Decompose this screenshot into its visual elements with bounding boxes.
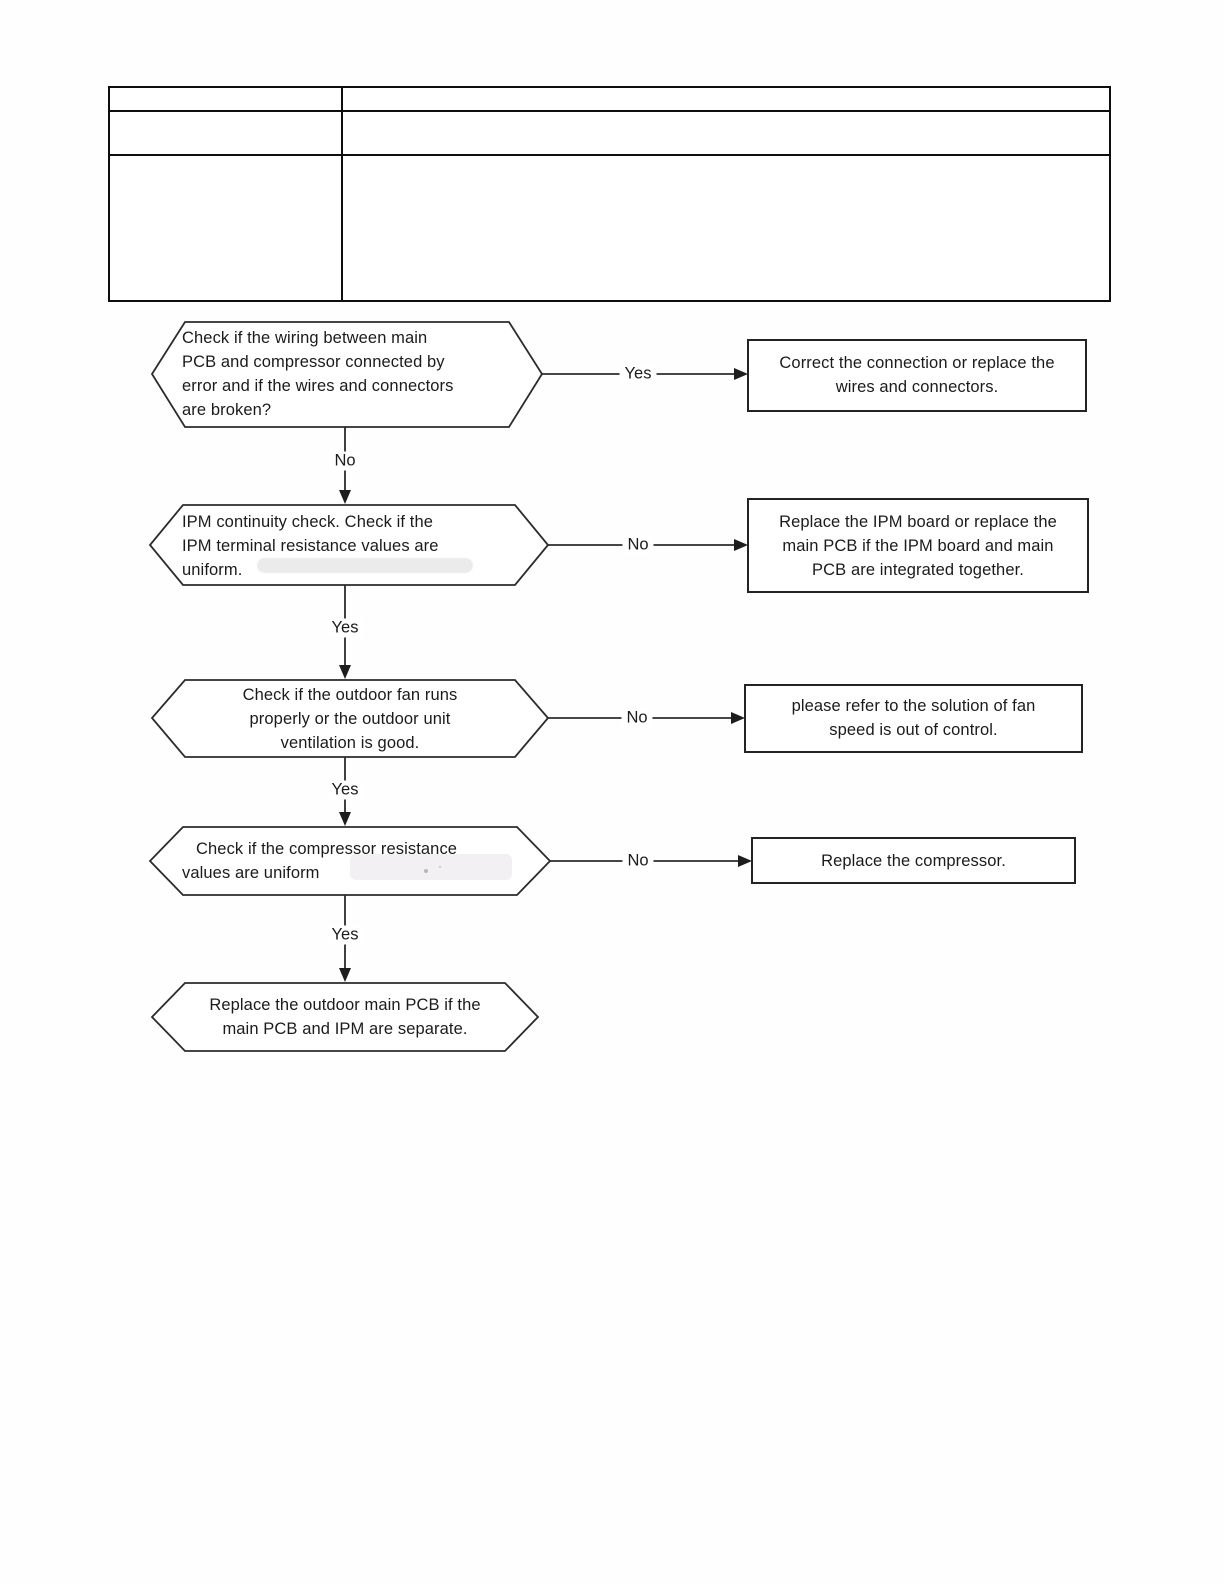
flowchart-canvas: [148, 321, 1089, 1052]
edge-label-yes-2: Yes: [326, 618, 364, 638]
decision-hexagon-1: [150, 321, 544, 428]
table-row: [108, 110, 1111, 156]
decision-1-text: Check if the wiring between main PCB and…: [182, 329, 454, 419]
edge-label-yes-4: Yes: [326, 925, 364, 945]
edge-label-no-4: No: [622, 851, 654, 871]
arrowhead-d2: [339, 490, 351, 504]
decision-5-text: Replace the outdoor main PCB if the main…: [209, 996, 481, 1038]
action-box-3: [744, 684, 1083, 753]
table-row: [108, 154, 1111, 302]
action-box-2: [747, 498, 1089, 593]
arrowhead-a2: [734, 539, 748, 551]
table-row: [108, 86, 1111, 112]
faint-mark: [424, 869, 428, 873]
redaction-patch-1: [257, 558, 473, 573]
table-cell-r1c1: [108, 86, 343, 112]
table-cell-r3c2: [341, 154, 1111, 302]
arrowhead-d3: [339, 665, 351, 679]
edge-label-yes-3: Yes: [326, 780, 364, 800]
arrowhead-a3: [731, 712, 745, 724]
decision-2-text: IPM continuity check. Check if the IPM t…: [182, 513, 439, 579]
arrowhead-a1: [734, 368, 748, 380]
table-cell-r2c2: [341, 110, 1111, 156]
table-cell-r2c1: [108, 110, 343, 156]
redaction-patch-2: [350, 854, 512, 880]
decision-hexagon-5: [150, 982, 540, 1052]
action-3-text: please refer to the solution of fan spee…: [791, 697, 1036, 739]
decision-4-text: Check if the compressor resistance value…: [182, 840, 458, 882]
action-2-text: Replace the IPM board or replace the mai…: [779, 513, 1057, 579]
table-cell-r1c2: [341, 86, 1111, 112]
edge-label-no-2: No: [622, 535, 654, 555]
decision-hexagon-3: [150, 679, 550, 758]
decision-3-text: Check if the outdoor fan runs properly o…: [242, 686, 458, 752]
action-4-text: Replace the compressor.: [821, 852, 1006, 870]
edge-label-no-3: No: [621, 708, 653, 728]
arrowhead-d5: [339, 968, 351, 982]
action-box-1: [747, 339, 1087, 412]
edge-label-yes-1: Yes: [619, 364, 657, 384]
table-cell-r3c1: [108, 154, 343, 302]
edge-label-no-1: No: [329, 451, 361, 471]
arrowhead-a4: [738, 855, 752, 867]
arrowhead-d4: [339, 812, 351, 826]
info-table: [108, 86, 1111, 302]
action-box-4: [751, 837, 1076, 884]
action-1-text: Correct the connection or replace the wi…: [779, 354, 1055, 396]
